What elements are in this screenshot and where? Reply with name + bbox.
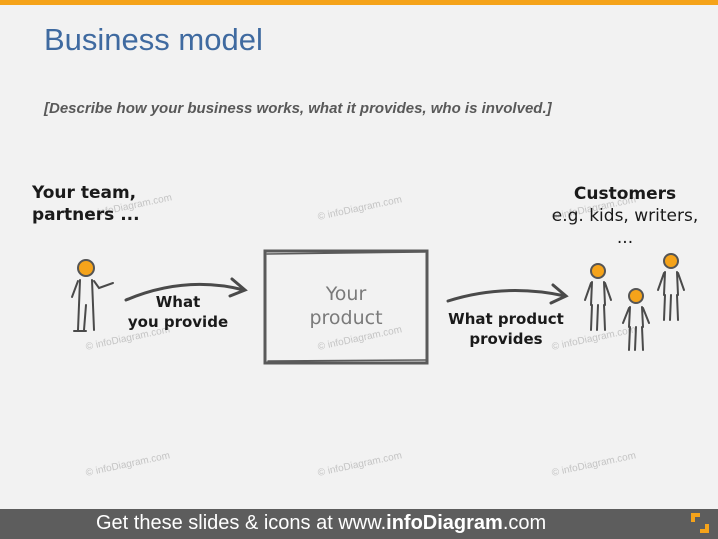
what-product-provides-label: What product provides: [442, 309, 570, 349]
logo-mark-icon: [691, 513, 709, 533]
what-you-provide-label: What you provide: [118, 292, 238, 332]
person-icon: [584, 263, 612, 331]
provide-label-line: you provide: [127, 313, 229, 331]
footer-banner[interactable]: Get these slides & icons at www.infoDiag…: [0, 509, 718, 539]
customers-examples: e.g. kids, writers,: [551, 206, 699, 226]
footer-brand: infoDiagram: [386, 512, 503, 534]
customers-examples-more: ...: [616, 228, 634, 248]
arrow-icon: [446, 283, 569, 305]
team-label-line: partners ...: [32, 205, 140, 225]
product-box: [263, 249, 429, 365]
product-label-line: Your: [325, 283, 367, 305]
team-label: Your team, partners ...: [32, 182, 140, 226]
person-icon: [622, 288, 650, 351]
team-label-line: Your team,: [32, 183, 137, 203]
person-icon: [71, 259, 114, 332]
customers-label-line: Customers: [573, 184, 677, 204]
provide-label-line: What: [155, 293, 201, 311]
person-icon: [657, 253, 685, 321]
footer-link[interactable]: Get these slides & icons at www.infoDiag…: [96, 512, 546, 535]
product-provides-line: What product: [448, 310, 564, 328]
footer-prefix: Get these slides & icons at www.: [96, 512, 387, 534]
product-label-line: product: [309, 307, 383, 329]
arrow-icon: [124, 277, 248, 302]
page-title: Business model: [44, 22, 263, 57]
slide-subtitle: [Describe how your business works, what …: [44, 100, 552, 117]
customers-label: Customers e.g. kids, writers, ...: [540, 183, 710, 249]
footer-suffix: .com: [502, 512, 547, 534]
product-provides-line: provides: [469, 330, 543, 348]
accent-bar: [0, 0, 718, 5]
your-product-label: Your product: [276, 282, 416, 330]
